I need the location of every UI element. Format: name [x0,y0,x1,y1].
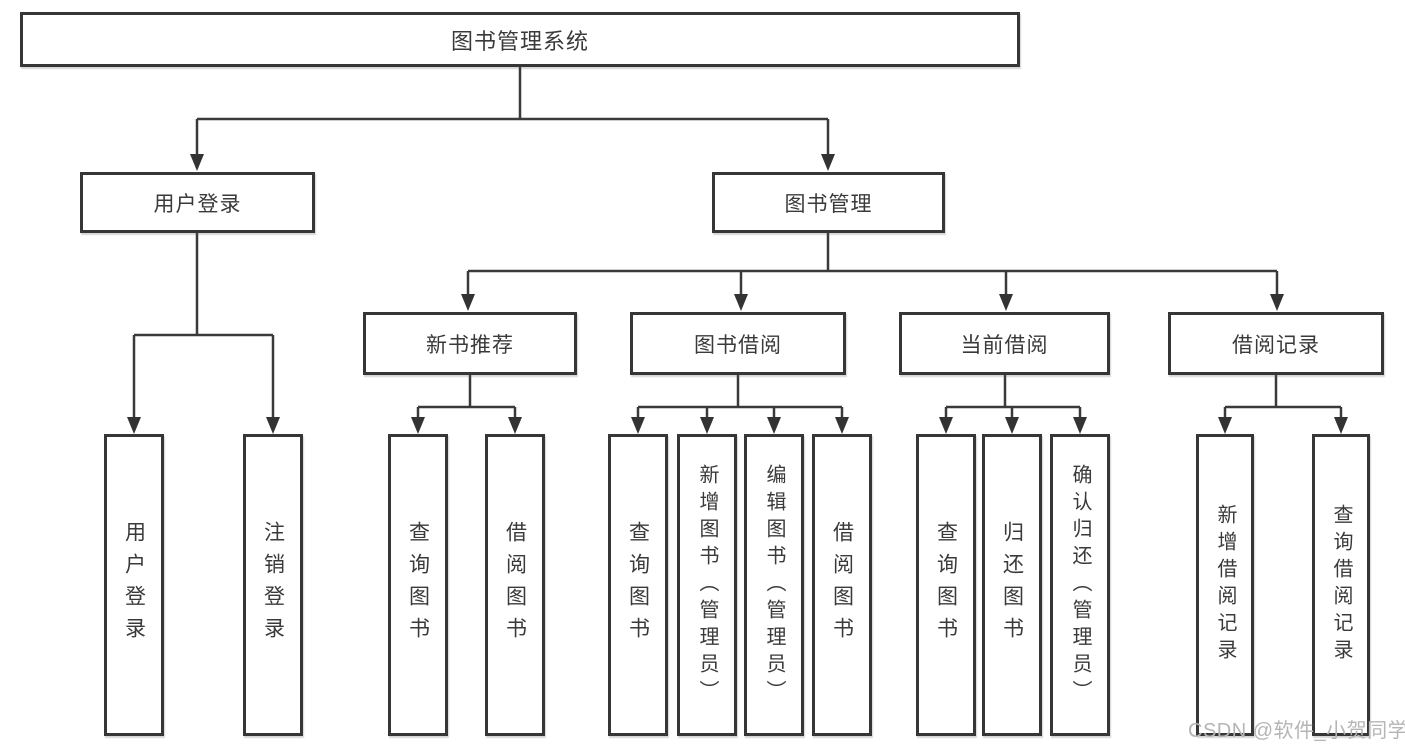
arrow-down-icon [1073,417,1087,434]
arrow-down-icon [411,417,425,434]
leaf-label: 确认归还（管理员） [1069,463,1091,707]
leaf-query-books: 查询图书 [608,434,668,736]
node-label: 图书借阅 [694,333,782,357]
leaf-label: 查询图书 [406,521,430,649]
leaf-user-login: 用户登录 [104,434,164,736]
arrow-down-icon [1005,417,1019,434]
leaf-borrow-books: 借阅图书 [812,434,872,736]
node-label: 新书推荐 [426,333,514,357]
leaf-label: 查询借阅记录 [1330,504,1352,666]
leaf-query-books: 查询图书 [916,434,976,736]
leaf-query-books: 查询图书 [388,434,448,736]
arrow-down-icon [1334,417,1348,434]
arrow-down-icon [999,294,1013,311]
leaf-return-books: 归还图书 [982,434,1042,736]
leaf-label: 新增图书（管理员） [696,463,718,707]
leaf-label: 注销登录 [261,521,285,649]
node-current-borrow: 当前借阅 [899,312,1110,375]
node-user-login: 用户登录 [80,172,315,233]
node-root-system: 图书管理系统 [20,12,1020,67]
leaf-label: 用户登录 [122,521,146,649]
leaf-label: 查询图书 [626,521,650,649]
node-label: 借阅记录 [1232,333,1320,357]
leaf-confirm-return-admin: 确认归还（管理员） [1050,434,1110,736]
leaf-edit-books-admin: 编辑图书（管理员） [744,434,804,736]
leaf-label: 借阅图书 [503,521,527,649]
node-new-book-recommend: 新书推荐 [363,312,577,375]
arrow-down-icon [821,154,835,171]
node-label: 用户登录 [153,192,242,216]
arrow-down-icon [767,417,781,434]
csdn-watermark: CSDN @软件_小贺同学 [1188,720,1405,742]
arrow-down-icon [266,417,280,434]
node-book-borrow: 图书借阅 [630,312,846,375]
arrow-down-icon [734,294,748,311]
leaf-label: 新增借阅记录 [1214,504,1236,666]
leaf-label: 借阅图书 [830,521,854,649]
leaf-label: 查询图书 [934,521,958,649]
node-label: 图书管理系统 [450,28,589,54]
arrow-down-icon [1218,417,1232,434]
arrow-down-icon [508,417,522,434]
leaf-label: 编辑图书（管理员） [763,463,785,707]
node-label: 图书管理 [784,192,873,216]
arrow-down-icon [700,417,714,434]
arrow-down-icon [461,294,475,311]
arrow-down-icon [1270,294,1284,311]
arrow-down-icon [127,417,141,434]
leaf-borrow-books: 借阅图书 [485,434,545,736]
arrow-down-icon [939,417,953,434]
node-borrow-record: 借阅记录 [1168,312,1384,375]
node-book-management: 图书管理 [712,172,945,233]
node-label: 当前借阅 [960,333,1049,357]
leaf-label: 归还图书 [1000,521,1024,649]
arrow-down-icon [190,154,204,171]
arrow-down-icon [835,417,849,434]
leaf-query-borrow-record: 查询借阅记录 [1312,434,1370,736]
leaf-logout: 注销登录 [243,434,303,736]
arrow-down-icon [631,417,645,434]
leaf-add-borrow-record: 新增借阅记录 [1196,434,1254,736]
arrow-down-icons [127,154,1348,434]
leaf-add-books-admin: 新增图书（管理员） [677,434,737,736]
